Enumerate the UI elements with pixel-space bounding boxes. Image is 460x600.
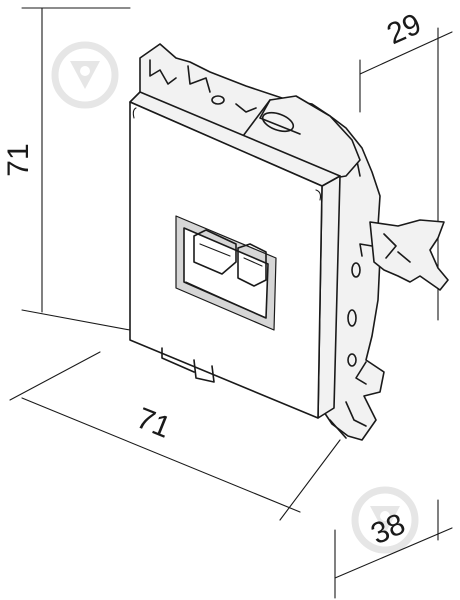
watermark-logo-bottom <box>351 486 419 554</box>
port-connector-left <box>193 229 237 275</box>
dimension-label-depth-top: 29 <box>382 7 426 51</box>
dimension-label-height: 71 <box>2 143 35 176</box>
dimension-width <box>9 351 341 521</box>
watermark-logo-top <box>51 41 119 109</box>
dimension-depth-bottom <box>334 499 453 599</box>
port-connector-right <box>237 243 267 287</box>
dimension-height <box>21 7 131 331</box>
side-clamp <box>369 219 449 291</box>
socket-device <box>129 43 449 441</box>
dimension-label-width: 71 <box>132 402 175 445</box>
